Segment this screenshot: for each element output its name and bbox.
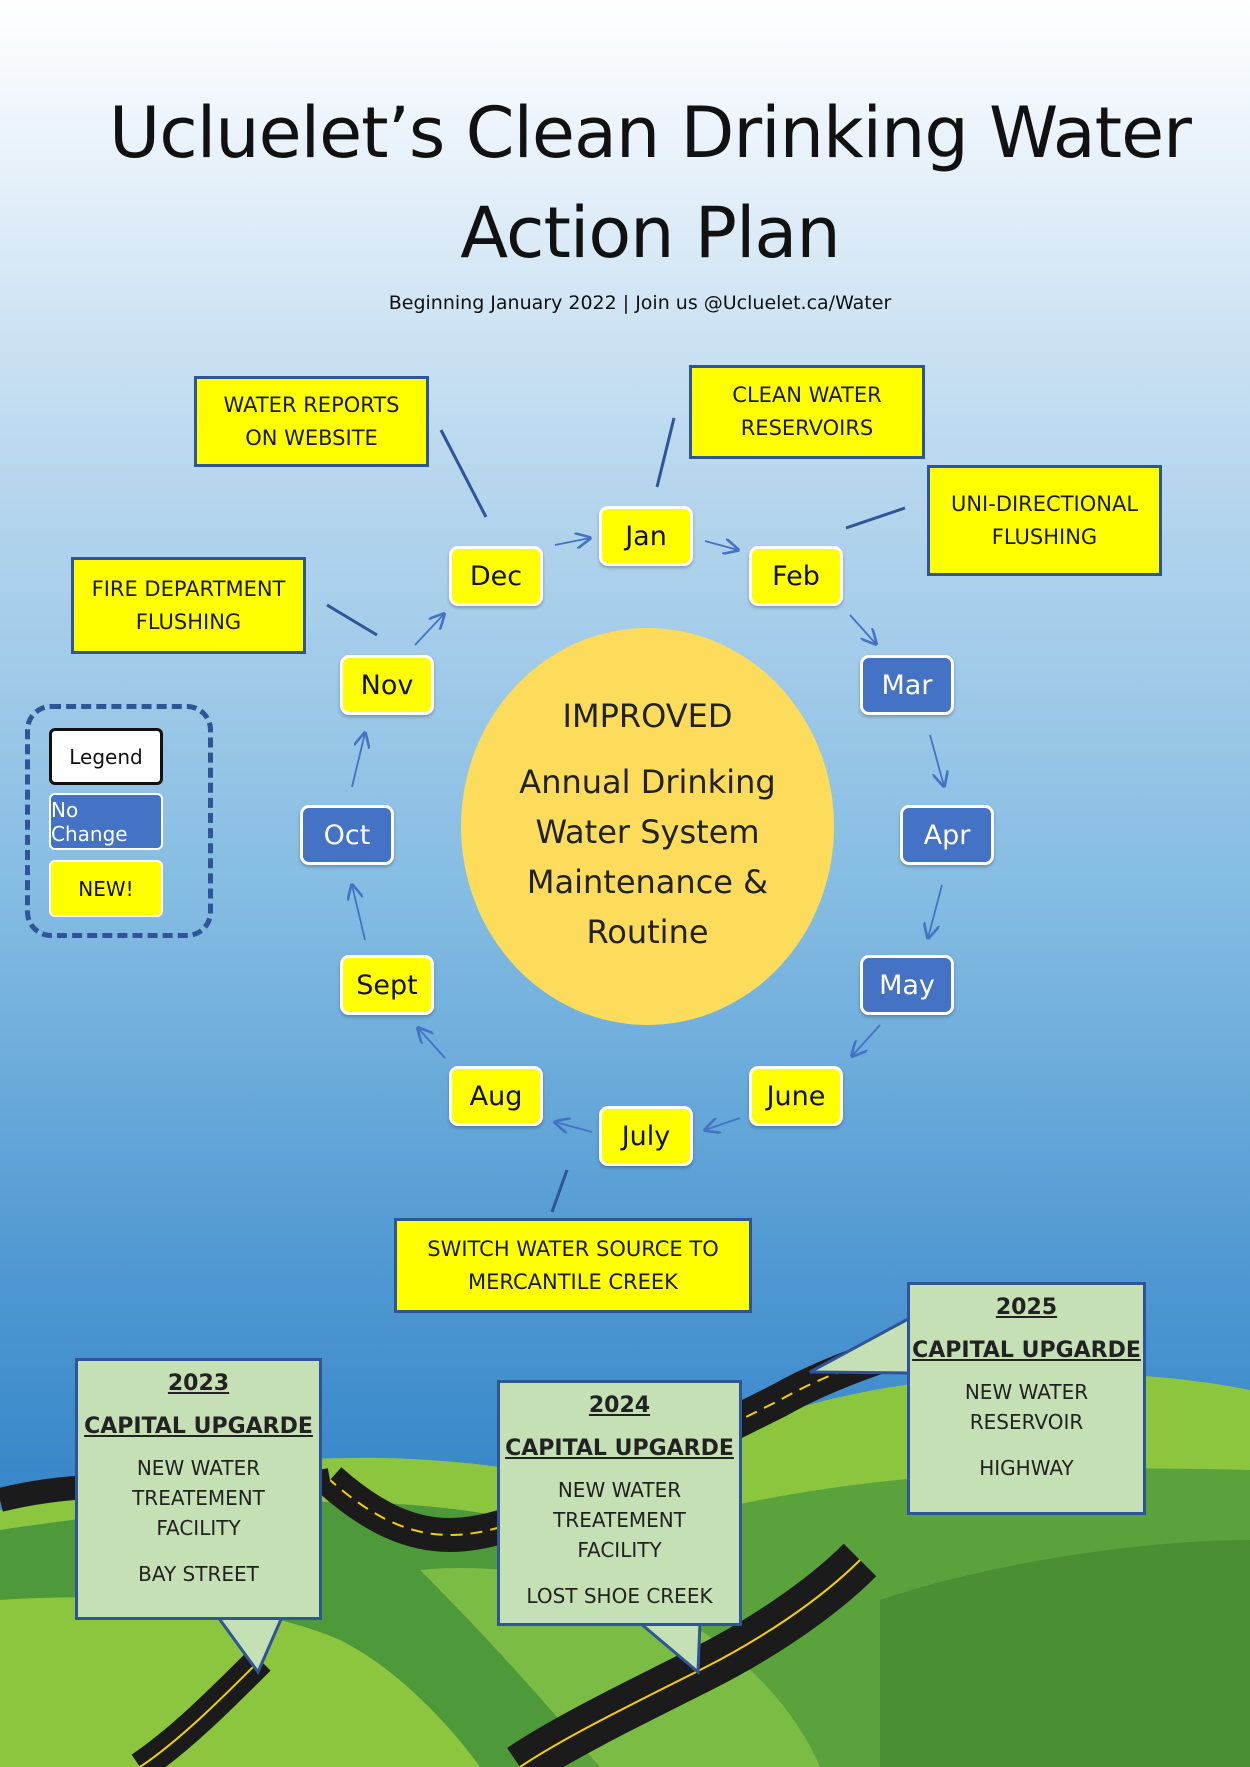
- month-jan: Jan: [599, 506, 693, 566]
- arrow-oct-nov: [351, 733, 365, 788]
- tail-2023: [216, 1616, 284, 1676]
- legend: Legend No Change NEW!: [25, 704, 213, 938]
- month-nov: Nov: [340, 655, 434, 715]
- bubble-tails: [216, 1316, 911, 1676]
- arrow-jan-feb: [704, 541, 738, 550]
- callout-switch-source: SWITCH WATER SOURCE TO MERCANTILE CREEK: [394, 1218, 752, 1313]
- callout-text-line1: UNI-DIRECTIONAL: [950, 491, 1139, 516]
- callout-text-line2: FLUSHING: [991, 524, 1098, 549]
- callout-text-line2: MERCANTILE CREEK: [468, 1269, 678, 1294]
- center-body: Annual Drinking Water System Maintenance…: [519, 762, 776, 951]
- callout-text-line1: CLEAN WATER: [732, 383, 882, 407]
- month-feb: Feb: [749, 546, 843, 606]
- month-aug: Aug: [449, 1066, 543, 1126]
- upgrade-line: NEW WATER: [557, 1478, 682, 1502]
- callout-uni-flushing: UNI-DIRECTIONAL FLUSHING: [927, 465, 1162, 576]
- center-heading: IMPROVED: [562, 696, 733, 735]
- upgrade-heading: CAPITAL UPGARDE: [84, 1414, 313, 1439]
- upgrade-line: FACILITY: [577, 1538, 662, 1562]
- upgrade-line: LOST SHOE CREEK: [526, 1584, 713, 1608]
- callout-text-line2: RESERVOIRS: [740, 416, 874, 440]
- upgrade-line: NEW WATER: [136, 1456, 261, 1480]
- arrow-sept-oct: [352, 885, 366, 941]
- callout-connectors: [326, 417, 906, 1213]
- callout-text-line1: SWITCH WATER SOURCE TO: [427, 1236, 719, 1261]
- month-may: May: [860, 955, 954, 1015]
- page-title-line2: Action Plan: [460, 192, 840, 274]
- arrow-feb-mar: [849, 614, 876, 644]
- page-title-line1: Ucluelet’s Clean Drinking Water: [109, 92, 1192, 174]
- upgrade-2025: 2025 CAPITAL UPGARDE NEW WATER RESERVOIR…: [907, 1282, 1146, 1515]
- month-mar: Mar: [860, 655, 954, 715]
- upgrade-line: RESERVOIR: [969, 1410, 1084, 1434]
- month-sept: Sept: [340, 955, 434, 1015]
- callout-text-line1: WATER REPORTS: [223, 392, 400, 417]
- arrow-nov-dec: [414, 614, 444, 646]
- cycle-arrows: [352, 538, 944, 1132]
- upgrade-year: 2023: [167, 1371, 230, 1396]
- callout-text-line1: FIRE DEPARTMENT: [91, 576, 286, 601]
- upgrade-line: FACILITY: [156, 1516, 241, 1540]
- month-july: July: [599, 1106, 693, 1166]
- center-circle: IMPROVED Annual Drinking Water System Ma…: [461, 628, 834, 1025]
- arrow-dec-jan: [554, 538, 590, 545]
- month-oct: Oct: [300, 805, 394, 865]
- upgrade-2024: 2024 CAPITAL UPGARDE NEW WATER TREATEMEN…: [497, 1380, 742, 1626]
- upgrade-line: TREATEMENT: [553, 1508, 686, 1532]
- arrow-aug-sept: [418, 1028, 446, 1059]
- upgrade-heading: CAPITAL UPGARDE: [912, 1338, 1141, 1363]
- arrow-may-june: [852, 1024, 881, 1056]
- upgrade-line: BAY STREET: [138, 1562, 259, 1586]
- connector-clean-reservoirs: [655, 417, 676, 488]
- callout-text-line2: ON WEBSITE: [245, 425, 378, 450]
- arrow-july-aug: [555, 1122, 593, 1132]
- upgrade-line: HIGHWAY: [979, 1456, 1074, 1480]
- tail-2024: [639, 1621, 702, 1676]
- callout-text-line2: FLUSHING: [135, 609, 242, 634]
- subtitle: Beginning January 2022 | Join us @Ucluel…: [388, 292, 892, 314]
- connector-uni-flushing: [845, 506, 906, 530]
- month-dec: Dec: [449, 546, 543, 606]
- month-apr: Apr: [900, 805, 994, 865]
- arrow-apr-may: [928, 884, 943, 938]
- connector-fire-flushing: [326, 603, 378, 637]
- arrow-mar-apr: [929, 734, 944, 786]
- callout-water-reports: WATER REPORTS ON WEBSITE: [194, 376, 429, 467]
- connector-water-reports: [439, 429, 488, 518]
- arrow-june-july: [705, 1117, 741, 1130]
- callout-clean-reservoirs: CLEAN WATER RESERVOIRS: [689, 365, 925, 459]
- connector-switch-source: [550, 1169, 569, 1213]
- upgrade-line: NEW WATER: [964, 1380, 1089, 1404]
- upgrade-heading: CAPITAL UPGARDE: [505, 1436, 734, 1461]
- legend-no-change: No Change: [49, 793, 163, 850]
- upgrade-line: TREATEMENT: [132, 1486, 265, 1510]
- legend-title: Legend: [49, 728, 163, 785]
- month-june: June: [749, 1066, 843, 1126]
- upgrade-year: 2025: [995, 1295, 1058, 1320]
- tail-2025: [809, 1316, 911, 1375]
- callout-fire-flushing: FIRE DEPARTMENT FLUSHING: [71, 557, 306, 654]
- legend-new: NEW!: [49, 860, 163, 917]
- upgrade-year: 2024: [588, 1393, 651, 1418]
- upgrade-2023: 2023 CAPITAL UPGARDE NEW WATER TREATEMEN…: [75, 1358, 322, 1620]
